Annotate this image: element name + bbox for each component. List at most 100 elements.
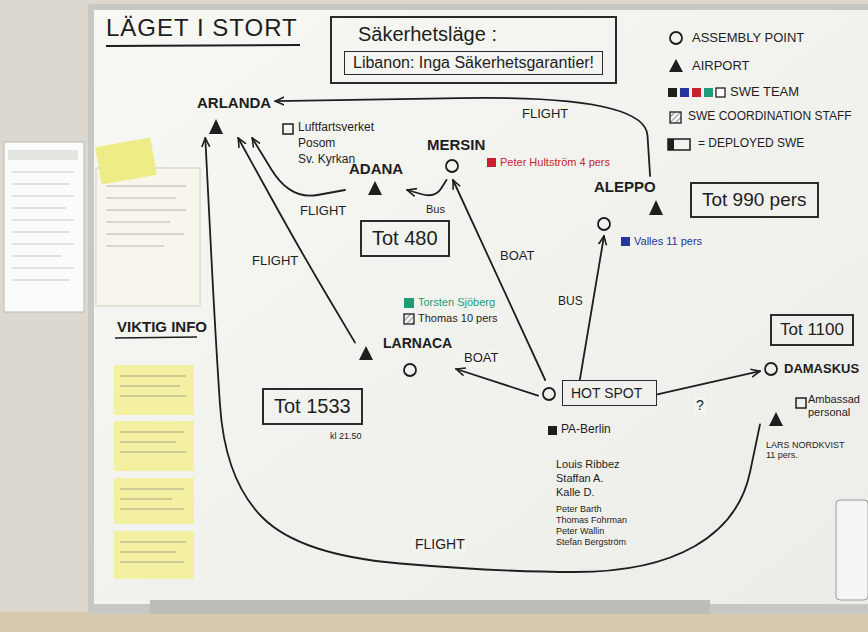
edge-label: BOAT: [498, 249, 536, 264]
team-marker: [404, 298, 414, 308]
wall-paper: [4, 142, 84, 312]
wall-paper: [4, 142, 84, 312]
sticky-note: [120, 376, 186, 377]
wall-paper: [12, 184, 70, 185]
team-marker: [621, 237, 630, 246]
pinned-paper: [106, 222, 170, 223]
pinned-paper: [106, 246, 164, 247]
section-heading: VIKTIG INFO: [117, 318, 207, 335]
sticky-note: [120, 442, 176, 443]
sticky-note: [95, 137, 194, 579]
pinned-paper: [106, 186, 186, 187]
edge-label: BOAT: [462, 351, 500, 366]
wall-paper: [12, 208, 66, 209]
node-text: Tot 1533: [274, 395, 351, 418]
sticky-note: [120, 432, 184, 433]
node-text: ARLANDA: [197, 94, 271, 111]
node-text: Tot 1100: [780, 320, 844, 340]
route-arrow: [238, 138, 355, 343]
node-text: Tot 480: [372, 227, 438, 250]
note-text: Torsten Sjöberg: [418, 296, 495, 309]
note-text: Sv. Kyrkan: [298, 153, 355, 167]
note-text: Louis Ribbez: [556, 458, 620, 471]
sticky-note: [114, 531, 194, 579]
note-text: Posom: [298, 137, 335, 151]
edge-label: FLIGHT: [413, 536, 467, 552]
route-arrow: [407, 180, 446, 195]
team-marker: [487, 158, 496, 167]
route-arrow: [456, 369, 538, 396]
airport-symbol: [359, 346, 373, 360]
note-text: Kalle D.: [556, 486, 595, 499]
assembly-point-symbol: [543, 388, 555, 400]
route-arrow: [453, 180, 545, 380]
sticky-note: [114, 365, 194, 415]
marker-tray: [150, 500, 868, 614]
node-text: Tot 990 pers: [702, 189, 807, 211]
legend-text: AIRPORT: [692, 59, 750, 74]
note-text: Thomas 10 pers: [418, 312, 497, 325]
marker-tray: [150, 600, 710, 614]
node-text: MERSIN: [427, 136, 485, 153]
route-arrow: [275, 98, 650, 176]
airport-symbol: [209, 119, 223, 134]
assembly-point-symbol: [446, 160, 458, 172]
team-marker: [404, 314, 414, 324]
wall-paper: [12, 196, 74, 197]
pinned-paper: [106, 234, 184, 235]
legend-symbol: [668, 88, 677, 97]
wall-paper: [12, 244, 74, 245]
pinned-paper: [106, 198, 176, 199]
sticky-note: [120, 452, 186, 453]
assembly-point-symbol: [404, 364, 416, 376]
wall-paper: [12, 268, 74, 269]
node-text: DAMASKUS: [784, 362, 859, 377]
total-box: Tot 480: [360, 220, 450, 257]
legend-symbol: [670, 112, 681, 123]
pinned-paper: [96, 168, 200, 306]
sticky-note: [120, 396, 186, 397]
team-marker: [548, 426, 557, 435]
sticky-note: [95, 137, 157, 184]
marker-tray: [836, 500, 868, 600]
assembly-point-symbol: [598, 218, 610, 230]
whiteboard-frame: [88, 4, 868, 614]
team-marker: [283, 124, 293, 134]
legend-symbol: [680, 88, 689, 97]
node-text: Libanon: Inga Säkerhetsgarantier!: [344, 51, 603, 75]
sticky-note: [120, 542, 186, 543]
note-text: Valles 11 pers: [634, 235, 702, 248]
airport-symbol: [209, 119, 783, 426]
legend-text: = DEPLOYED SWE: [698, 137, 804, 151]
node-text: ALEPPO: [594, 178, 664, 195]
sticky-note: [120, 562, 184, 563]
sticky-note: [120, 509, 184, 510]
edge-label: BUS: [556, 295, 585, 309]
edge-label: FLIGHT: [298, 204, 348, 219]
legend-symbol: [670, 32, 682, 44]
wall-paper: [12, 280, 70, 281]
status-box: Säkerhetsläge :Libanon: Inga Säkerhetsga…: [330, 16, 617, 84]
sticky-note: [114, 478, 194, 524]
legend-symbol: [668, 32, 725, 150]
legend-symbol: [692, 88, 701, 97]
underline: [115, 337, 197, 338]
wall: [0, 612, 868, 632]
team-marker: [796, 398, 806, 408]
edge-label: ?: [694, 397, 706, 413]
legend-text: ASSEMBLY POINT: [692, 31, 804, 46]
assembly-point-node: MERSIN: [424, 134, 488, 180]
sticky-note: [114, 421, 194, 471]
airport-node: LARNACA: [355, 333, 456, 381]
underline: [106, 45, 300, 46]
legend-symbol: [668, 139, 674, 150]
assembly-point-symbol: [765, 363, 777, 375]
airport-symbol: [769, 412, 783, 426]
underline: [106, 45, 300, 338]
sticky-note: [120, 386, 180, 387]
sticky-note: [120, 499, 172, 500]
edge-label: Bus: [424, 203, 447, 216]
total-box: Tot 990 pers: [690, 182, 819, 218]
board-title: LÄGET I STORT: [106, 14, 298, 42]
